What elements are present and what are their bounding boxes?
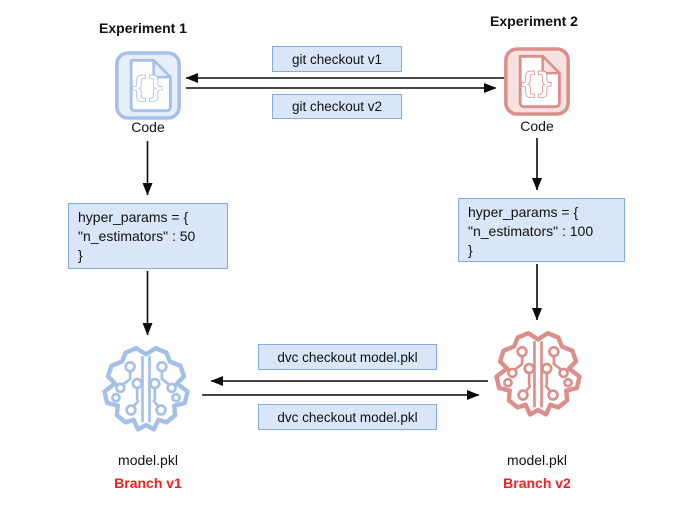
model-label-exp1: model.pkl <box>118 452 178 468</box>
git-checkout-v2-label: git checkout v2 <box>272 94 402 119</box>
brain-circuit-icon-exp1 <box>102 345 190 432</box>
code-label-exp2: Code <box>520 118 554 134</box>
model-label-exp2: model.pkl <box>507 452 567 468</box>
branch-v2-label: Branch v2 <box>503 475 571 491</box>
hyper-params-line: "n_estimators" : 50 <box>78 228 196 244</box>
experiment2-title: Experiment 2 <box>490 13 578 29</box>
dvc-checkout-bottom-label: dvc checkout model.pkl <box>258 404 437 430</box>
git-checkout-v1-label: git checkout v1 <box>272 46 402 72</box>
hyper-params-line: "n_estimators" : 100 <box>468 223 594 239</box>
curly-braces-glyph: {} <box>519 67 553 100</box>
hyper-params-box-exp2: hyper_params = { "n_estimators" : 100 } <box>458 198 625 262</box>
hyper-params-line: hyper_params = { <box>78 209 189 225</box>
dvc-checkout-top-label: dvc checkout model.pkl <box>258 344 437 370</box>
code-label-exp1: Code <box>131 119 165 135</box>
branch-v1-label: Branch v1 <box>114 475 182 491</box>
curly-braces-glyph: {} <box>130 71 164 104</box>
hyper-params-line: } <box>468 242 473 258</box>
brain-circuit-icon-exp2 <box>494 330 582 417</box>
experiment1-title: Experiment 1 <box>99 20 187 36</box>
code-file-icon-exp1: {} <box>115 51 181 120</box>
hyper-params-box-exp1: hyper_params = { "n_estimators" : 50 } <box>68 203 228 269</box>
code-file-icon-exp2: {} <box>504 47 570 116</box>
hyper-params-line: hyper_params = { <box>468 204 579 220</box>
hyper-params-line: } <box>78 247 83 263</box>
